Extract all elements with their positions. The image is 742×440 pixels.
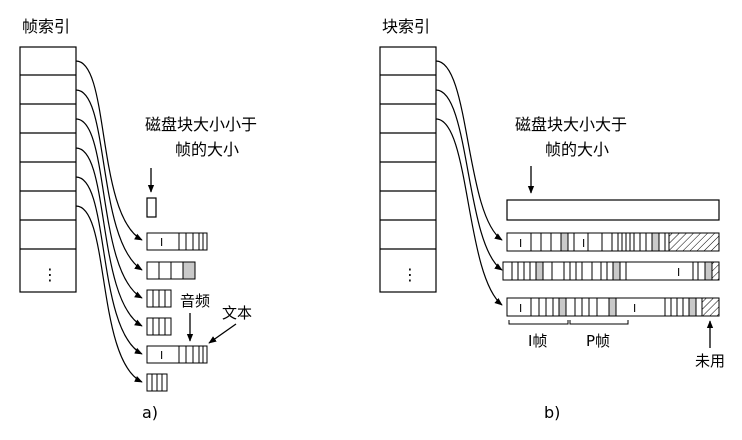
- panel-b: 块索引 ⋮ 磁盘块大小大于 帧的大小: [379, 17, 725, 422]
- frame-index-table: [19, 46, 77, 293]
- i-frame-mark: I: [519, 302, 522, 315]
- i-frame-mark: I: [160, 349, 163, 362]
- unused-label: 未用: [695, 352, 725, 370]
- disk-block: [146, 261, 196, 280]
- frame-pointers: [75, 60, 143, 383]
- large-disk-block: [502, 261, 720, 281]
- i-frame-mark: I: [677, 266, 680, 279]
- large-disk-block: [506, 232, 720, 252]
- frame-brackets: [508, 320, 629, 325]
- caption-a: a): [142, 403, 158, 422]
- i-frame-mark: I: [633, 302, 636, 315]
- disk-block: [146, 232, 208, 251]
- audio-label: 音频: [180, 292, 210, 310]
- pointer-arrow: [75, 205, 143, 383]
- note-larger-line2: 帧的大小: [545, 140, 609, 159]
- pointer-arrow: [435, 118, 503, 306]
- empty-large-block: [506, 199, 720, 221]
- large-disk-block: [506, 297, 720, 317]
- disk-block: [146, 373, 168, 392]
- pointer-arrow: [75, 147, 143, 327]
- note-smaller-line1: 磁盘块大小小于: [145, 115, 257, 134]
- p-frame-label: P帧: [586, 332, 610, 350]
- p-frame-bracket: [569, 320, 629, 325]
- i-frame-mark: I: [160, 236, 163, 249]
- note-larger-line1: 磁盘块大小大于: [515, 115, 627, 134]
- block-index-table: [379, 46, 437, 293]
- i-frame-label: I帧: [528, 332, 547, 350]
- caption-b: b): [544, 403, 560, 422]
- frame-index-ellipsis: ⋮: [42, 265, 58, 284]
- i-frame-mark: I: [519, 237, 522, 250]
- frame-index-title: 帧索引: [22, 17, 70, 36]
- disk-block: [146, 317, 172, 336]
- block-pointers: [435, 60, 503, 306]
- note-smaller-line2: 帧的大小: [175, 140, 239, 159]
- block-index-ellipsis: ⋮: [402, 265, 418, 284]
- pointer-arrow: [75, 60, 143, 241]
- pointer-arrow: [75, 118, 143, 299]
- panel-a: 帧索引 ⋮ 磁盘块大小小于 帧的大小: [19, 17, 257, 422]
- block-index-title: 块索引: [382, 17, 430, 36]
- pointer-arrow: [435, 60, 503, 241]
- disk-block: [146, 289, 172, 308]
- text-label: 文本: [222, 304, 252, 322]
- i-frame-bracket: [508, 320, 569, 325]
- pointer-arrow: [435, 89, 503, 271]
- disk-block: [146, 345, 208, 364]
- small-disk-block: [146, 197, 157, 218]
- i-frame-mark: I: [582, 237, 585, 250]
- text-arrow-icon: [208, 323, 237, 344]
- pointer-arrow: [75, 89, 143, 271]
- pointer-arrow: [75, 176, 143, 355]
